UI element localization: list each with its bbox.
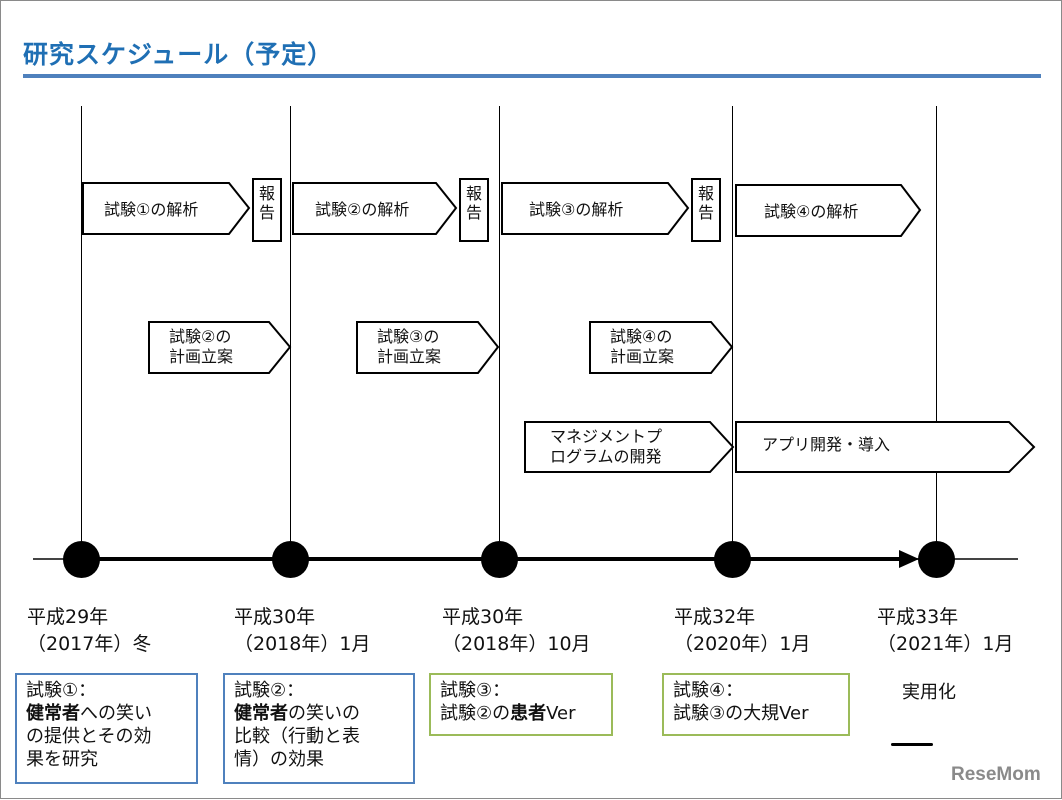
milestone-era-year: 平成30年 xyxy=(442,606,524,628)
analysis-label-4: 試験④の解析 xyxy=(764,202,859,221)
note-line: 情）の効果 xyxy=(234,749,324,770)
milestone-guide-line xyxy=(499,106,500,556)
report-box-3: 報告 xyxy=(691,178,721,242)
milestone-date-4: 平成32年 （2020年）1月 xyxy=(674,604,810,658)
note-trial-4: 試験④： 試験③の大規Ver xyxy=(662,673,850,736)
note-trial-3: 試験③： 試験②の患者Ver xyxy=(429,673,613,736)
plan-label-line: 試験④の xyxy=(610,327,673,346)
milestone-date-2: 平成30年 （2018年）1月 xyxy=(234,604,370,658)
milestone-date-1: 平成29年 （2017年）冬 xyxy=(27,604,151,658)
analysis-arrow-4 xyxy=(735,184,922,237)
milestone-era-year: 平成33年 xyxy=(877,606,959,628)
slide-title: 研究スケジュール（予定） xyxy=(23,40,334,69)
note-heading: 試験③： xyxy=(440,680,511,701)
milestone-western-year: （2018年）1月 xyxy=(234,633,371,655)
timeline-arrowhead xyxy=(899,550,919,568)
milestone-guide-line xyxy=(290,106,291,556)
note-text: の笑いの xyxy=(288,703,360,724)
milestone-guide-line xyxy=(936,106,937,556)
plan-arrow-1 xyxy=(148,321,292,374)
milestone-western-year: （2021年）1月 xyxy=(877,633,1014,655)
note-practical-use: 実用化 xyxy=(902,682,956,703)
milestone-western-year: （2020年）1月 xyxy=(674,633,811,655)
note-line: 果を研究 xyxy=(26,749,98,770)
report-box-1: 報告 xyxy=(252,178,282,242)
milestone-dot-1 xyxy=(63,541,100,578)
note-text: 試験②の xyxy=(440,703,511,724)
milestone-dot-3 xyxy=(481,541,518,578)
note-trial-1: 試験①： 健常者への笑い の提供とその効 果を研究 xyxy=(15,673,198,784)
milestone-era-year: 平成29年 xyxy=(27,606,109,628)
watermark-logo: ReseMom xyxy=(951,764,1041,785)
note-emphasis: 患者 xyxy=(510,703,547,724)
note-emphasis: 健常者 xyxy=(234,703,288,724)
note-heading: 試験①： xyxy=(26,680,97,701)
note-line: 健常者の笑いの xyxy=(234,702,404,725)
report-box-2: 報告 xyxy=(459,178,489,242)
plan-label-2: 試験③の 計画立案 xyxy=(377,327,441,367)
plan-label-3: 試験④の 計画立案 xyxy=(610,327,674,367)
app-arrow xyxy=(735,421,1036,473)
analysis-arrow-3 xyxy=(501,182,690,235)
note-heading: 試験④： xyxy=(673,680,744,701)
milestone-era-year: 平成30年 xyxy=(234,606,316,628)
program-arrow xyxy=(524,421,735,473)
milestone-guide-line xyxy=(732,106,733,556)
note-text: への笑い xyxy=(80,703,152,724)
note-line: 試験②の患者Ver xyxy=(440,702,602,725)
milestone-era-year: 平成32年 xyxy=(674,606,756,628)
dash-mark xyxy=(891,743,933,746)
report-label: 報告 xyxy=(258,184,275,222)
app-label: アプリ開発・導入 xyxy=(762,435,891,454)
note-line: 健常者への笑い xyxy=(26,702,187,725)
plan-label-line: 計画立案 xyxy=(377,347,442,366)
plan-arrow-3 xyxy=(589,321,734,374)
analysis-label-1: 試験①の解析 xyxy=(104,200,199,219)
note-emphasis: 健常者 xyxy=(26,703,80,724)
note-line: の提供とその効 xyxy=(26,726,152,747)
plan-label-line: 計画立案 xyxy=(169,347,234,366)
report-label: 報告 xyxy=(465,184,482,222)
note-line: 試験③の大規Ver xyxy=(673,703,809,724)
plan-label-1: 試験②の 計画立案 xyxy=(169,327,233,367)
milestone-date-3: 平成30年 （2018年）10月 xyxy=(442,604,591,658)
milestone-dot-2 xyxy=(272,541,309,578)
plan-label-line: 計画立案 xyxy=(610,347,675,366)
milestone-western-year: （2017年）冬 xyxy=(27,633,152,655)
report-label: 報告 xyxy=(697,184,714,222)
program-label-line: ログラムの開発 xyxy=(550,447,662,466)
plan-arrow-2 xyxy=(356,321,500,374)
milestone-western-year: （2018年）10月 xyxy=(442,633,591,655)
milestone-guide-line xyxy=(81,106,82,556)
milestone-dot-5 xyxy=(918,541,955,578)
plan-label-line: 試験③の xyxy=(377,327,440,346)
note-text: Ver xyxy=(546,703,576,724)
analysis-arrow-1 xyxy=(82,182,251,235)
milestone-date-5: 平成33年 （2021年）1月 xyxy=(877,604,1013,658)
program-label: マネジメントプ ログラムの開発 xyxy=(550,427,662,467)
plan-label-line: 試験②の xyxy=(169,327,232,346)
analysis-arrow-2 xyxy=(292,182,458,235)
note-line: 比較（行動と表 xyxy=(234,726,360,747)
milestone-dot-4 xyxy=(714,541,751,578)
note-trial-2: 試験②： 健常者の笑いの 比較（行動と表 情）の効果 xyxy=(223,673,415,784)
note-heading: 試験②： xyxy=(234,680,305,701)
analysis-label-3: 試験③の解析 xyxy=(529,200,624,219)
title-underline xyxy=(23,74,1041,78)
program-label-line: マネジメントプ xyxy=(550,427,663,446)
analysis-label-2: 試験②の解析 xyxy=(315,200,410,219)
